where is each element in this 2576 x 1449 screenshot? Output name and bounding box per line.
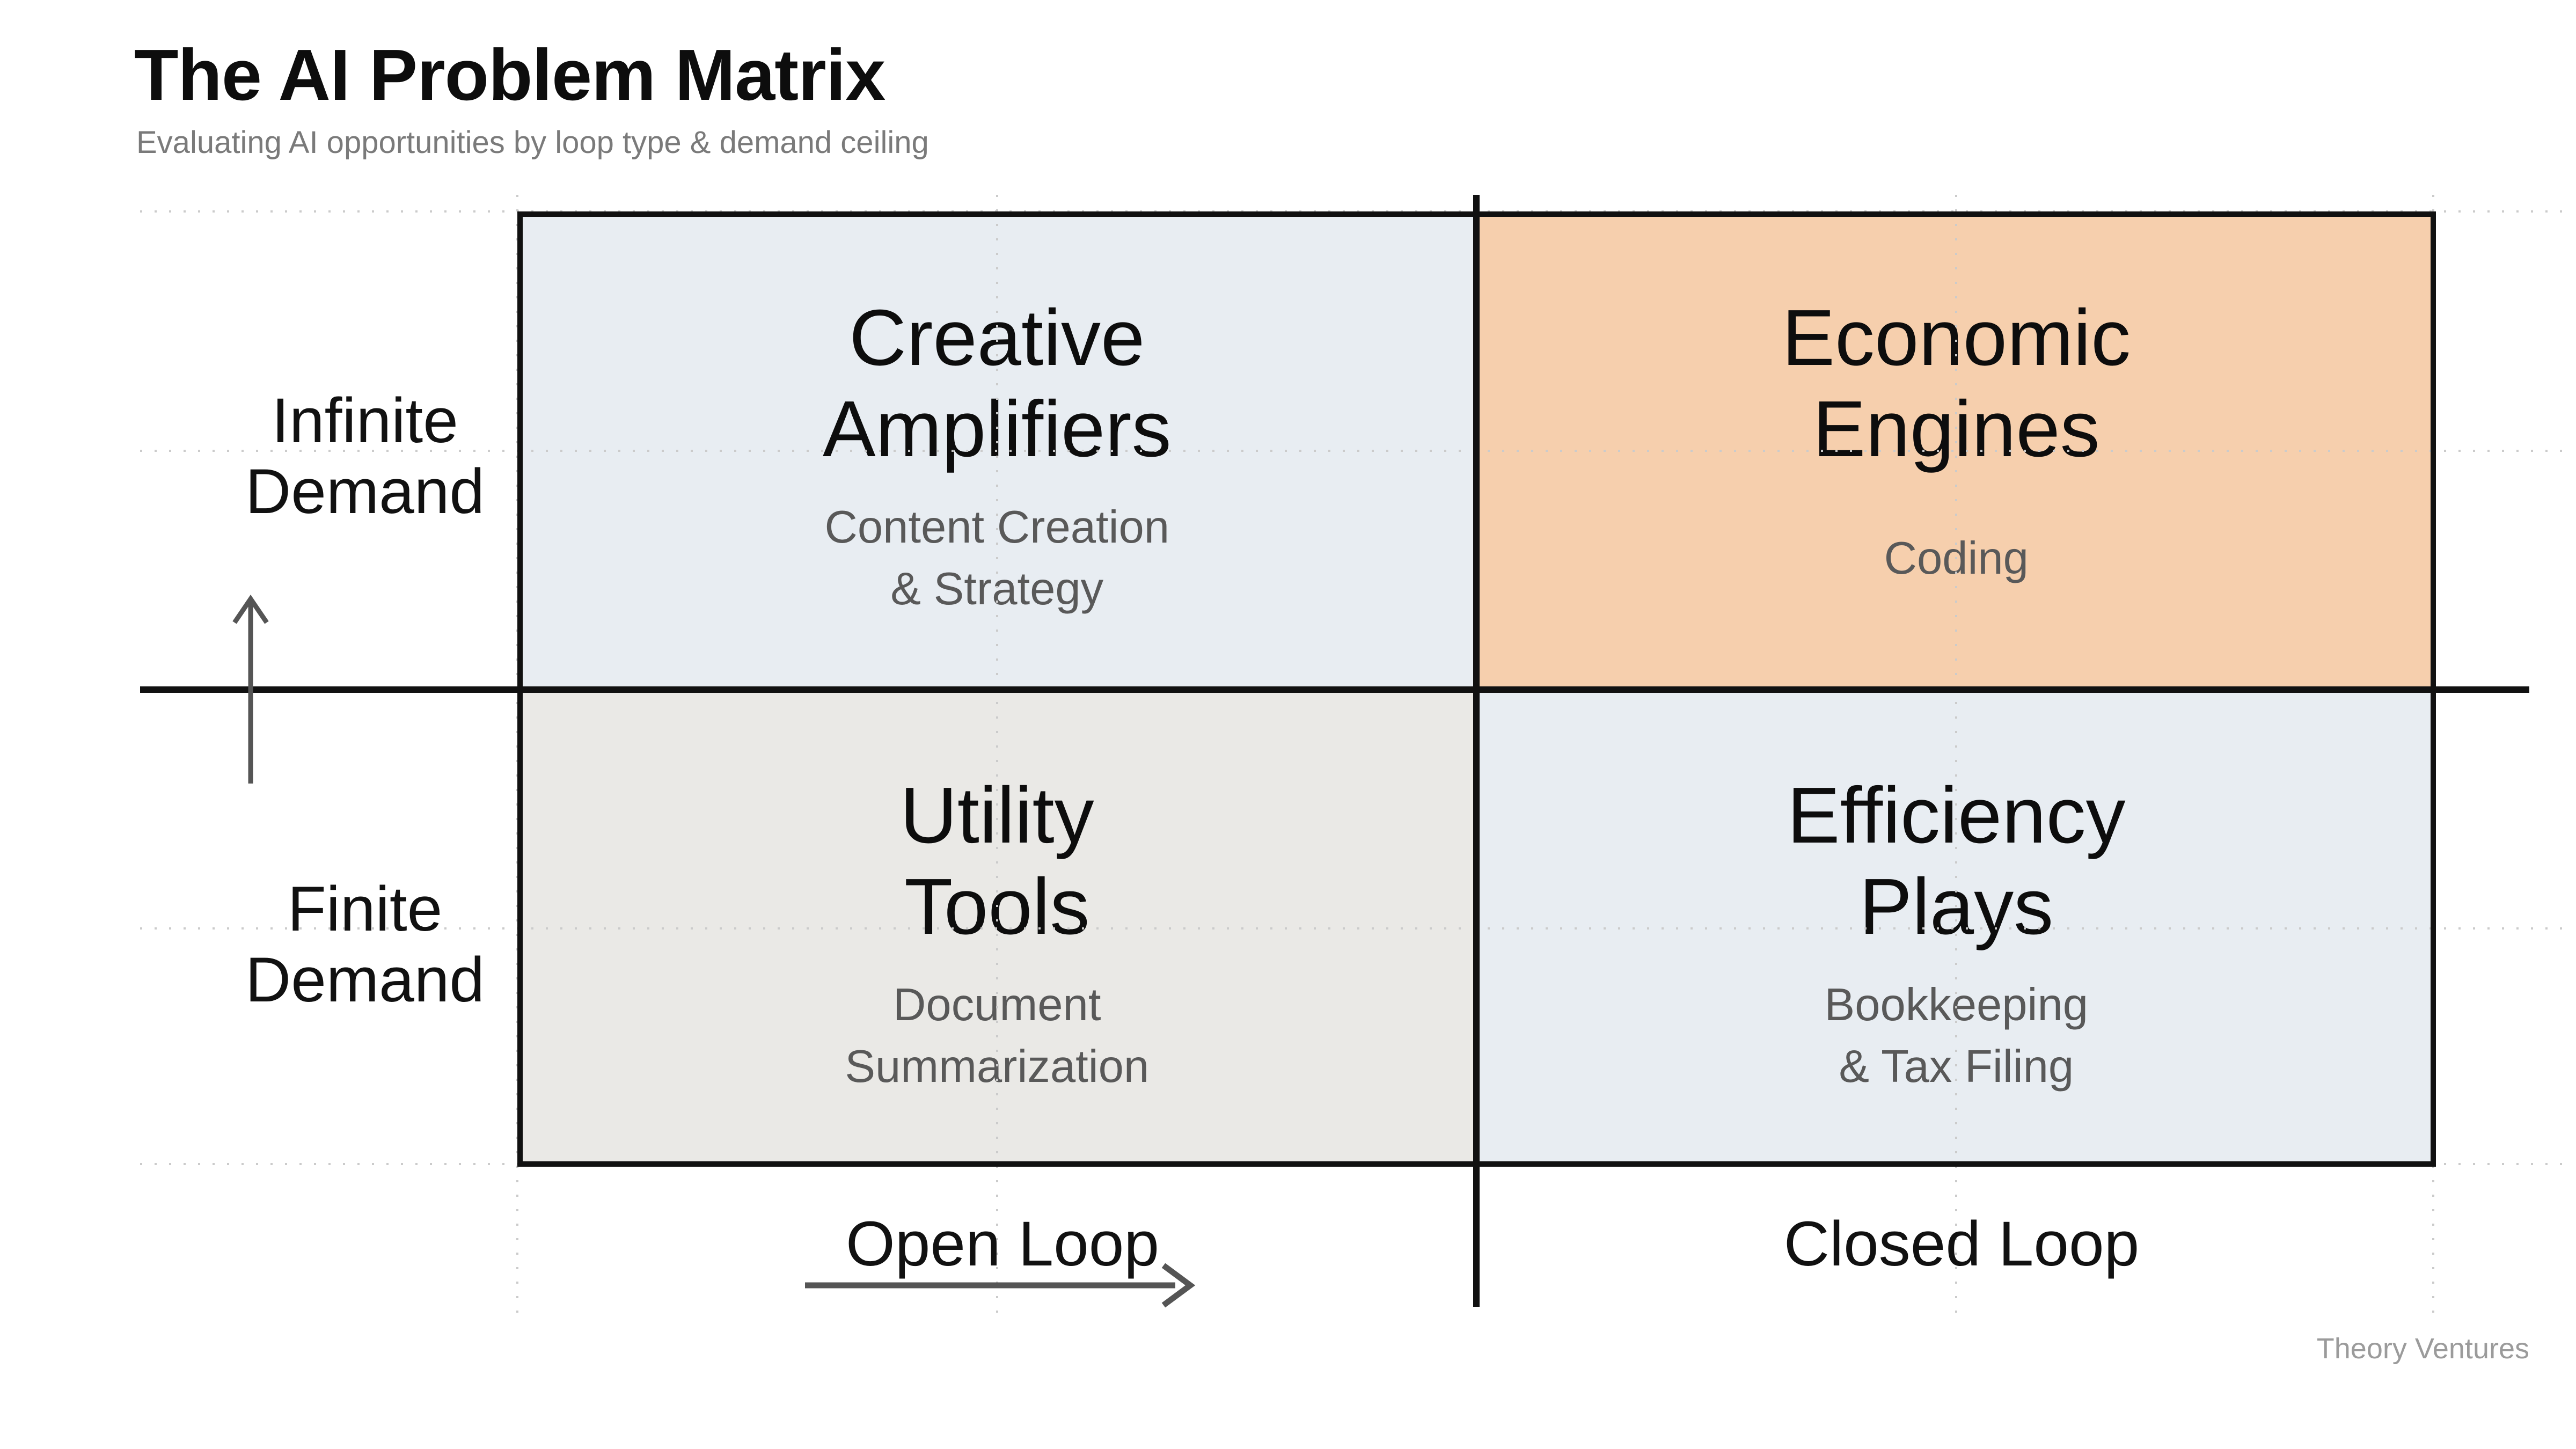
dotted-gridline-upper-quarter: [140, 450, 2571, 452]
y-axis-label-line: Demand: [245, 456, 485, 527]
y-axis-label-line: Demand: [245, 945, 485, 1015]
y-axis-line: [1473, 195, 1480, 1307]
dotted-gridline-lower-quarter: [140, 927, 2571, 930]
up-arrow-icon: [232, 595, 269, 784]
x-axis-line: [140, 686, 2529, 693]
y-axis-label-infinite-demand: Infinite Demand: [177, 385, 553, 527]
page-subtitle: Evaluating AI opportunities by loop type…: [136, 125, 929, 160]
right-arrow-icon: [805, 1263, 1196, 1308]
matrix-border: [517, 211, 2436, 1167]
x-axis-label-closed-loop: Closed Loop: [1783, 1209, 2140, 1279]
x-axis-label-open-loop: Open Loop: [846, 1209, 1159, 1279]
y-axis-label-line: Finite: [287, 874, 443, 945]
y-axis-label-finite-demand: Finite Demand: [177, 874, 553, 1015]
page-title: The AI Problem Matrix: [134, 34, 885, 115]
dotted-gridline-left-quarter: [996, 195, 998, 1322]
credit-theory-ventures: Theory Ventures: [2316, 1333, 2529, 1365]
dotted-gridline-right-quarter: [1955, 195, 1957, 1322]
y-axis-label-line: Infinite: [272, 385, 458, 456]
